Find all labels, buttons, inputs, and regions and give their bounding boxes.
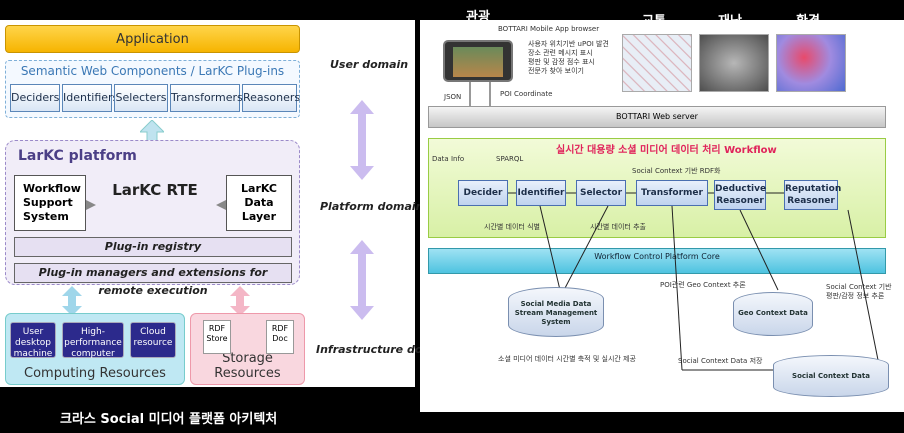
poi-coordinate-label: POI Coordinate xyxy=(500,90,553,98)
poi-geo-label: POI관련 Geo Context 추론 xyxy=(660,281,746,289)
sparql-label: SPARQL xyxy=(496,155,524,163)
label-traffic: 교통 xyxy=(642,14,666,29)
label-disaster: 재난 xyxy=(718,14,742,29)
social-inference-label: Social Context 기반 평판/감정 정보 추론 xyxy=(826,283,892,300)
identifier-box: Identifier xyxy=(516,180,566,206)
workflow-control-platform: Workflow Control Platform Core xyxy=(428,248,886,274)
bottari-web-server: BOTTARI Web server xyxy=(428,106,886,128)
compute-link-arrow xyxy=(62,286,82,316)
semantic-components-title: Semantic Web Components / LarKC Plug-ins xyxy=(20,64,285,78)
environment-heatmap xyxy=(776,34,846,92)
feature-1: 사용자 위치기반 uPOI 발견 xyxy=(528,40,609,48)
domain-arrow-lower xyxy=(350,240,374,320)
disaster-map xyxy=(699,34,769,92)
mobile-browser-label: BOTTARI Mobile App browser xyxy=(498,25,600,33)
time-extract-label: 시간별 데이터 추출 xyxy=(590,223,646,231)
user-desktop-machine: User desktop machine xyxy=(10,322,56,359)
geo-context-store: Geo Context Data xyxy=(733,292,813,336)
plugin-registry: Plug-in registry xyxy=(14,237,292,257)
cloud-resource: Cloud resource xyxy=(130,322,176,358)
selector-box: Selector xyxy=(576,180,626,206)
social-save-label: Social Context Data 저장 xyxy=(678,357,763,365)
storage-title: Storage Resources xyxy=(214,351,281,381)
plugin-transformers: Transformers xyxy=(170,84,243,112)
label-environment: 환경 xyxy=(796,14,820,29)
computing-title: Computing Resources xyxy=(24,366,166,381)
media-note-label: 소셜 미디어 데이터 시간별 축적 및 실시간 제공 xyxy=(498,355,636,363)
platform-domain-label: Platform domain xyxy=(320,200,424,213)
mobile-phone-image xyxy=(443,40,513,82)
social-context-rdf-label: Social Context 기반 RDF화 xyxy=(632,167,721,175)
traffic-map xyxy=(622,34,692,92)
larkc-rte: LarKC RTE xyxy=(112,181,198,199)
social-context-store: Social Context Data xyxy=(773,355,889,397)
plugin-managers: Plug-in managers and extensions for remo… xyxy=(14,263,292,297)
platform-title: LarKC platform xyxy=(18,148,137,164)
rte-arrows xyxy=(86,200,226,210)
larkc-data-layer: LarKC Data Layer xyxy=(226,175,292,231)
feature-4: 전문가 찾아 보이기 xyxy=(528,67,584,75)
label-tourism: 관광 xyxy=(466,10,490,25)
flow-arrows xyxy=(508,192,879,371)
high-performance-computer: High-performance computer xyxy=(62,322,124,359)
left-caption: 크라스 Social 미디어 플랫폼 아키텍처 xyxy=(60,412,278,427)
rdf-store: RDF Store xyxy=(203,320,231,354)
json-label: JSON xyxy=(444,93,462,101)
plugin-selecters: Selecters xyxy=(114,84,168,112)
infrastructure-domain-label: Infrastructure domain xyxy=(316,343,453,356)
application-bar: Application xyxy=(5,25,300,53)
transformer-box: Transformer xyxy=(636,180,708,206)
decider-box: Decider xyxy=(458,180,508,206)
storage-link-arrow xyxy=(230,286,250,316)
plugin-reasoners: Reasoners xyxy=(242,84,300,112)
workflow-title: 실시간 대용량 소셜 미디어 데이터 처리 Workflow xyxy=(556,145,777,156)
feature-3: 평판 및 감정 점수 표시 xyxy=(528,58,595,66)
rdf-doc: RDF Doc xyxy=(266,320,294,354)
plugin-identifiers: Identifiers xyxy=(62,84,118,112)
right-caption: 크라스 소셜 플랫폼 구성도 및 정보흐름 xyxy=(580,416,762,429)
data-info-label: Data Info xyxy=(432,155,465,163)
time-identify-label: 시간별 데이터 식별 xyxy=(484,223,540,231)
reputation-reasoner-box: Reputation Reasoner xyxy=(784,180,841,210)
deductive-reasoner-box: Deductive Reasoner xyxy=(714,180,766,210)
phone-server-arrows xyxy=(469,82,491,106)
domain-arrow-upper xyxy=(350,100,374,180)
mobile-features: 사용자 위치기반 uPOI 발견 장소 관련 메시지 표시 평판 및 감정 점수… xyxy=(528,40,609,76)
social-media-store: Social Media Data Stream Management Syst… xyxy=(508,287,604,337)
plugin-deciders: Deciders xyxy=(10,84,60,112)
feature-2: 장소 관련 메시지 표시 xyxy=(528,49,593,57)
user-domain-label: User domain xyxy=(330,58,409,71)
workflow-support-system: Workflow Support System xyxy=(14,175,86,231)
